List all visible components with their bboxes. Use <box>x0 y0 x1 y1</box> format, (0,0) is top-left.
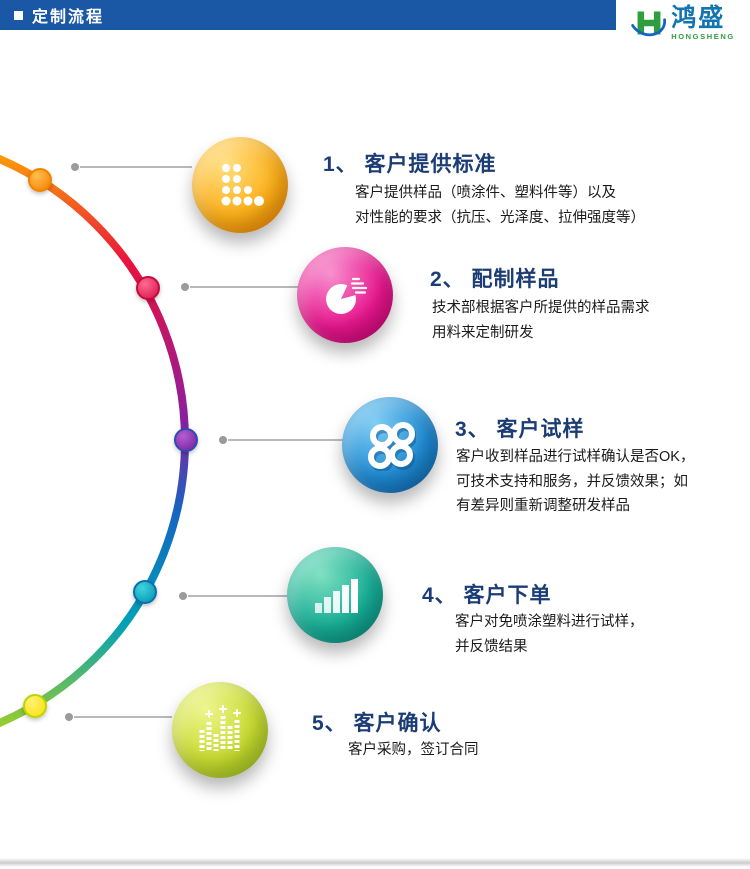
step2-title: 2、 配制样品 <box>430 268 560 291</box>
arc-dot-step4 <box>133 580 157 604</box>
step5-circle <box>172 682 268 778</box>
step2-description: 技术部根据客户所提供的样品需求 用料来定制研发 <box>432 300 650 341</box>
halftone-dots-icon <box>221 164 264 206</box>
logo-h-icon <box>631 11 667 37</box>
arc-dot-step2 <box>136 276 160 300</box>
connector-line-step4 <box>179 592 288 600</box>
header-bullet-square <box>14 10 23 20</box>
connector-line-step1 <box>71 163 192 171</box>
step5-description: 客户采购，签订合同 <box>348 742 479 758</box>
arc-dot-step1 <box>28 168 52 192</box>
arc-dot-step5 <box>23 694 47 718</box>
logo-english-name: HONGSHENG <box>671 31 735 41</box>
step1-title: 1、 客户提供标准 <box>323 153 497 176</box>
connector-line-step3 <box>219 436 344 444</box>
step1-circle <box>192 137 288 233</box>
brand-logo: 鸿盛 HONGSHENG <box>616 0 750 46</box>
bar-chart-icon <box>315 579 358 613</box>
rings-icon <box>368 422 416 471</box>
step5-title: 5、 客户确认 <box>312 712 442 735</box>
logo-text: 鸿盛 HONGSHENG <box>671 3 735 41</box>
step3-circle <box>342 397 438 493</box>
step1-description: 客户提供样品（喷涂件、塑料件等）以及 对性能的要求（抗压、光泽度、拉伸强度等） <box>355 185 645 226</box>
equalizer-icon <box>199 705 241 751</box>
connector-line-step2 <box>181 283 298 291</box>
step4-title: 4、 客户下单 <box>422 584 552 607</box>
step4-circle <box>287 547 383 643</box>
step3-title: 3、 客户试样 <box>455 418 585 441</box>
arc-dot-step3 <box>174 428 198 452</box>
bottom-divider <box>0 858 750 867</box>
logo-chinese-name: 鸿盛 <box>671 3 726 32</box>
step2-circle <box>297 247 393 343</box>
step3-description: 客户收到样品进行试样确认是否OK， 可技术支持和服务，并反馈效果；如 有差异则重… <box>456 449 695 515</box>
page-title: 定制流程 <box>32 9 105 26</box>
step4-description: 客户对免喷涂塑料进行试样， 并反馈结果 <box>455 614 644 655</box>
connector-line-step5 <box>65 713 172 721</box>
pie-chart-icon <box>326 277 368 315</box>
